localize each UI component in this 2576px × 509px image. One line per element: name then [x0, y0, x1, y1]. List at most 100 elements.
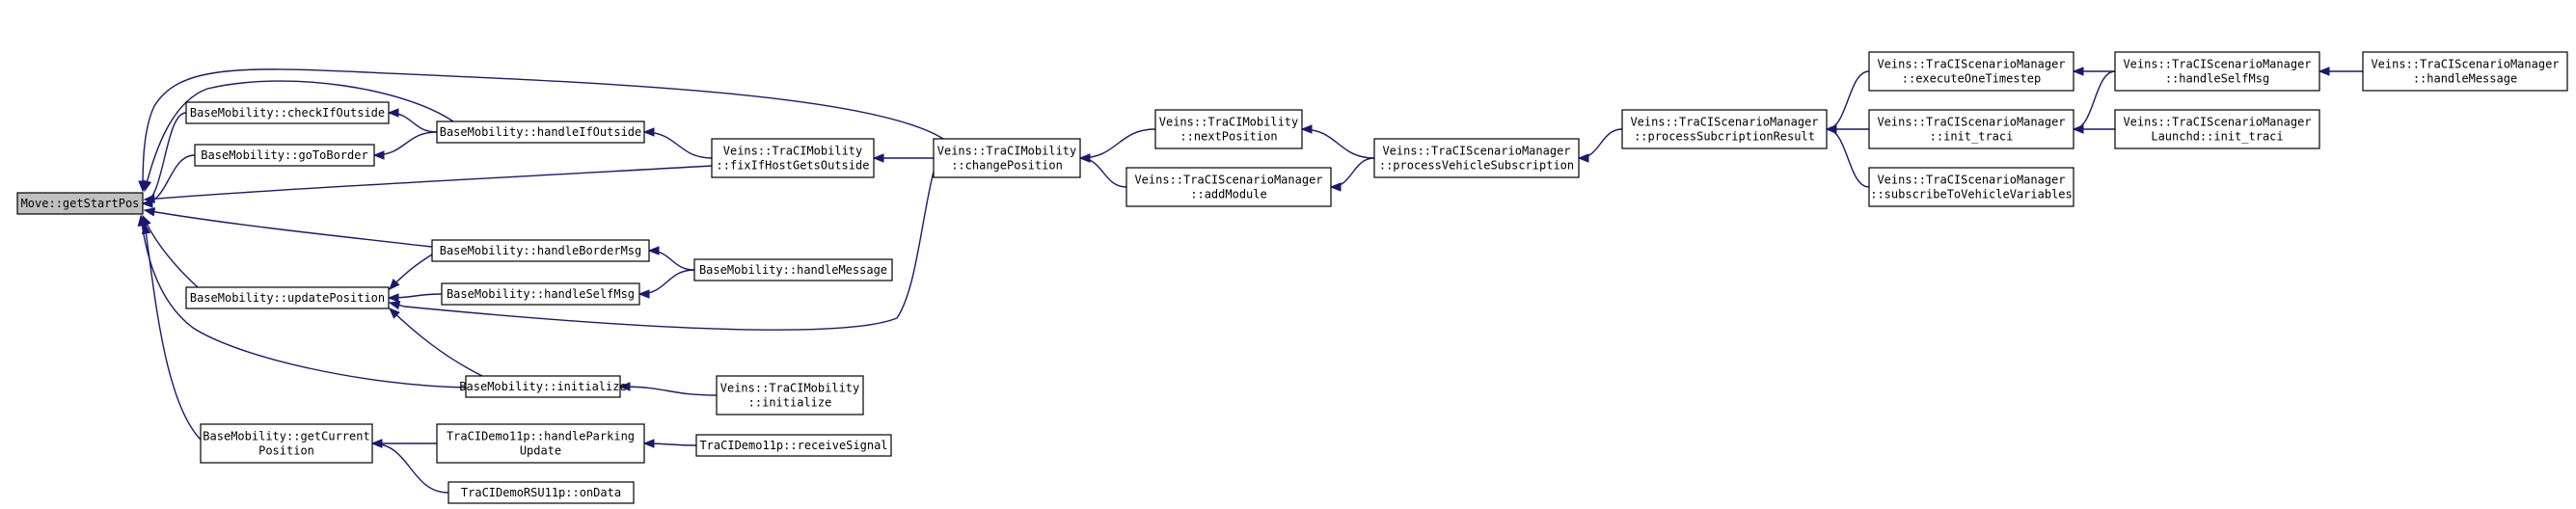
- node-veins-traciscenariomanager-handlemessage[interactable]: Veins::TraCIScenarioManager::handleMessa…: [2362, 51, 2568, 92]
- node-box[interactable]: [2114, 109, 2320, 149]
- edge-line: [371, 442, 449, 494]
- node-box[interactable]: [447, 481, 635, 504]
- node-label: Veins::TraCIMobility: [937, 145, 1077, 158]
- node-label: BaseMobility::goToBorder: [201, 148, 367, 162]
- node-label: ::executeOneTimestep: [1902, 72, 2042, 86]
- node-label: Veins::TraCIMobility: [720, 382, 860, 395]
- node-box[interactable]: [1868, 51, 2074, 92]
- node-veins-tracimobility-initialize[interactable]: Veins::TraCIMobility::initialize: [716, 375, 864, 415]
- edge-veins-tracimobility-nextposition-to-veins-tracimobility-changeposition: [1078, 128, 1156, 163]
- node-box[interactable]: [16, 192, 144, 215]
- node-basemobility-handleifoutside[interactable]: BaseMobility::handleIfOutside: [436, 121, 645, 144]
- node-veins-traciscenariomanager-handleselfmsg[interactable]: Veins::TraCIScenarioManager::handleSelfM…: [2114, 51, 2320, 92]
- edge-veins-tracimobility-initialize-to-basemobility-initialize: [618, 382, 718, 396]
- edge-basemobility-checkifoutside-to-move-getstartpos: [141, 112, 187, 208]
- edge-basemobility-updateposition-to-move-getstartpos: [142, 214, 199, 288]
- node-box[interactable]: [695, 434, 892, 457]
- node-veins-tracimobility-fixifhostgetsoutside[interactable]: Veins::TraCIMobility::fixIfHostGetsOutsi…: [711, 138, 875, 178]
- node-label: Veins::TraCIScenarioManager: [1877, 58, 2065, 71]
- node-box[interactable]: [716, 375, 864, 415]
- node-box[interactable]: [1373, 138, 1580, 178]
- node-veins-traciscenariomanager-processvehiclesubscription[interactable]: Veins::TraCIScenarioManager::processVehi…: [1373, 138, 1580, 178]
- node-veins-traciscenariomanager-executeonetimestep[interactable]: Veins::TraCIScenarioManager::executeOneT…: [1868, 51, 2074, 92]
- node-veins-traciscenariomanager-addmodule[interactable]: Veins::TraCIScenarioManager::addModule: [1125, 167, 1332, 207]
- node-veins-traciscenariomanager-processsubcriptionresult[interactable]: Veins::TraCIScenarioManager::processSubc…: [1621, 109, 1828, 149]
- node-box[interactable]: [200, 423, 373, 464]
- arrowhead-icon: [1825, 124, 1837, 134]
- node-box[interactable]: [1868, 109, 2074, 149]
- arrowhead-icon: [647, 246, 660, 255]
- node-basemobility-handleselfmsg[interactable]: BaseMobility::handleSelfMsg: [441, 282, 640, 306]
- node-veins-traciscenariomanager-init-traci[interactable]: Veins::TraCIScenarioManager::init_traci: [1868, 109, 2074, 149]
- edge-veins-tracimobility-changeposition-to-move-getstartpos: [138, 68, 944, 193]
- edge-line: [142, 215, 199, 288]
- edge-tracidemorsu11p-ondata-to-basemobility-getcurrentposition: [370, 439, 449, 494]
- node-box[interactable]: [465, 375, 621, 398]
- edge-veins-tracimobility-fixifhostgetsoutside-to-move-getstartpos: [143, 165, 713, 203]
- arrowhead-icon: [1329, 182, 1342, 192]
- node-basemobility-gotoborder[interactable]: BaseMobility::goToBorder: [194, 144, 375, 167]
- arrowhead-icon: [1300, 124, 1313, 134]
- edge-line: [619, 386, 718, 396]
- node-box[interactable]: [2114, 51, 2320, 92]
- node-label: BaseMobility::handleBorderMsg: [440, 244, 642, 257]
- node-box[interactable]: [436, 423, 645, 464]
- node-box[interactable]: [185, 101, 390, 124]
- node-box[interactable]: [431, 239, 650, 262]
- node-box[interactable]: [1868, 167, 2074, 207]
- node-label: ::fixIfHostGetsOutside: [717, 159, 870, 173]
- node-box[interactable]: [1154, 109, 1303, 149]
- node-label: BaseMobility::handleMessage: [699, 263, 887, 277]
- node-box[interactable]: [185, 286, 390, 309]
- arrowhead-icon: [872, 153, 884, 163]
- edge-basemobility-handlemessage-to-basemobility-handleselfmsg: [637, 269, 695, 299]
- node-veins-traciscenariomanagerlaunchd-init-traci[interactable]: Veins::TraCIScenarioManagerLaunchd::init…: [2114, 109, 2320, 149]
- node-basemobility-handlebordermsg[interactable]: BaseMobility::handleBorderMsg: [431, 239, 650, 262]
- node-basemobility-checkifoutside[interactable]: BaseMobility::checkIfOutside: [185, 101, 390, 124]
- edge-veins-traciscenariomanager-handlemessage-to-veins-traciscenariomanager-handleselfmsg: [2318, 67, 2363, 76]
- edge-veins-traciscenariomanager-handleselfmsg-to-veins-traciscenariomanager-init-traci: [2072, 70, 2116, 134]
- edge-line: [144, 223, 203, 442]
- node-label: Veins::TraCIScenarioManager: [1134, 174, 1322, 187]
- edge-basemobility-handlemessage-to-basemobility-handlebordermsg: [647, 246, 695, 271]
- node-tracidemorsu11p-ondata[interactable]: TraCIDemoRSU11p::onData: [447, 481, 635, 504]
- node-label: ::processVehicleSubscription: [1379, 159, 1574, 173]
- node-box[interactable]: [441, 282, 640, 306]
- node-box[interactable]: [436, 121, 645, 144]
- node-label: Veins::TraCIScenarioManager: [2123, 58, 2311, 71]
- node-tracidemo11p-receivesignal[interactable]: TraCIDemo11p::receiveSignal: [695, 434, 892, 457]
- node-veins-tracimobility-changeposition[interactable]: Veins::TraCIMobility::changePosition: [933, 138, 1081, 178]
- arrowhead-icon: [138, 180, 148, 193]
- node-box[interactable]: [693, 258, 893, 281]
- arrowhead-icon: [2072, 67, 2084, 76]
- edge-basemobility-getcurrentposition-to-move-getstartpos: [141, 222, 203, 442]
- node-veins-tracimobility-nextposition[interactable]: Veins::TraCIMobility::nextPosition: [1154, 109, 1303, 149]
- node-box[interactable]: [1621, 109, 1828, 149]
- arrowhead-icon: [389, 279, 400, 290]
- node-label: BaseMobility::handleSelfMsg: [447, 287, 635, 301]
- node-label: Veins::TraCIScenarioManager: [1877, 116, 2065, 129]
- node-label: BaseMobility::updatePosition: [190, 291, 385, 305]
- edge-line: [1578, 128, 1623, 159]
- node-basemobility-handlemessage[interactable]: BaseMobility::handleMessage: [693, 258, 893, 281]
- edge-basemobility-handleifoutside-to-basemobility-gotoborder: [372, 131, 438, 160]
- node-box[interactable]: [2362, 51, 2568, 92]
- edge-veins-tracimobility-changeposition-to-basemobility-updateposition: [388, 171, 935, 331]
- node-label: TraCIDemoRSU11p::onData: [461, 486, 621, 499]
- edge-line: [144, 80, 454, 192]
- edge-basemobility-handlebordermsg-to-move-getstartpos: [143, 207, 433, 248]
- node-basemobility-updateposition[interactable]: BaseMobility::updatePosition: [185, 286, 390, 309]
- node-box[interactable]: [194, 144, 375, 167]
- edge-basemobility-handleifoutside-to-basemobility-checkifoutside: [387, 108, 438, 133]
- edge-line: [144, 165, 713, 201]
- node-basemobility-initialize[interactable]: BaseMobility::initialize: [459, 375, 627, 398]
- node-box[interactable]: [1125, 167, 1332, 207]
- node-box[interactable]: [711, 138, 875, 178]
- node-move-getstartpos[interactable]: Move::getStartPos: [16, 192, 144, 215]
- edge-veins-tracimobility-changeposition-to-veins-tracimobility-fixifhostgetsoutside: [872, 153, 934, 163]
- node-box[interactable]: [933, 138, 1081, 178]
- node-veins-traciscenariomanager-subscribetovehiclevariables[interactable]: Veins::TraCIScenarioManager::subscribeTo…: [1868, 167, 2074, 207]
